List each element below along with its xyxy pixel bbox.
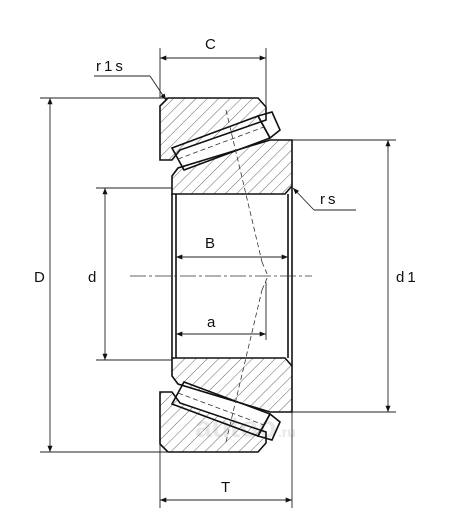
pressure-center-bottom (261, 275, 269, 291)
dimension-d: d (88, 187, 172, 361)
dimension-D: D (34, 97, 168, 453)
dimension-B: B (176, 235, 288, 260)
pressure-center-top (261, 261, 269, 277)
contact-line-bottom (225, 289, 263, 443)
watermark-suffix: .ru (278, 424, 296, 440)
contact-line-top (225, 109, 263, 263)
dimension-C: C (159, 36, 267, 107)
roller-bottom (170, 381, 281, 441)
inner-ring-top (171, 139, 293, 195)
roller-top (170, 111, 281, 171)
dimension-T: T (159, 412, 293, 508)
label-C: C (205, 36, 216, 53)
dimension-a: a (176, 282, 267, 340)
label-a: a (207, 314, 216, 331)
label-rs: rs (320, 191, 339, 208)
label-d1: d1 (396, 269, 419, 286)
outer-ring-bottom (159, 391, 267, 453)
dimension-d1: d1 (292, 139, 419, 413)
outer-ring-top (159, 97, 267, 161)
dimension-rs: rs (292, 187, 356, 211)
inner-ring-bottom (171, 357, 293, 413)
label-D: D (34, 269, 45, 286)
label-B: B (205, 235, 215, 252)
label-T: T (221, 479, 230, 496)
label-r1s: r1s (96, 58, 126, 75)
label-d: d (88, 269, 96, 286)
dimension-r1s: r1s (94, 58, 167, 101)
